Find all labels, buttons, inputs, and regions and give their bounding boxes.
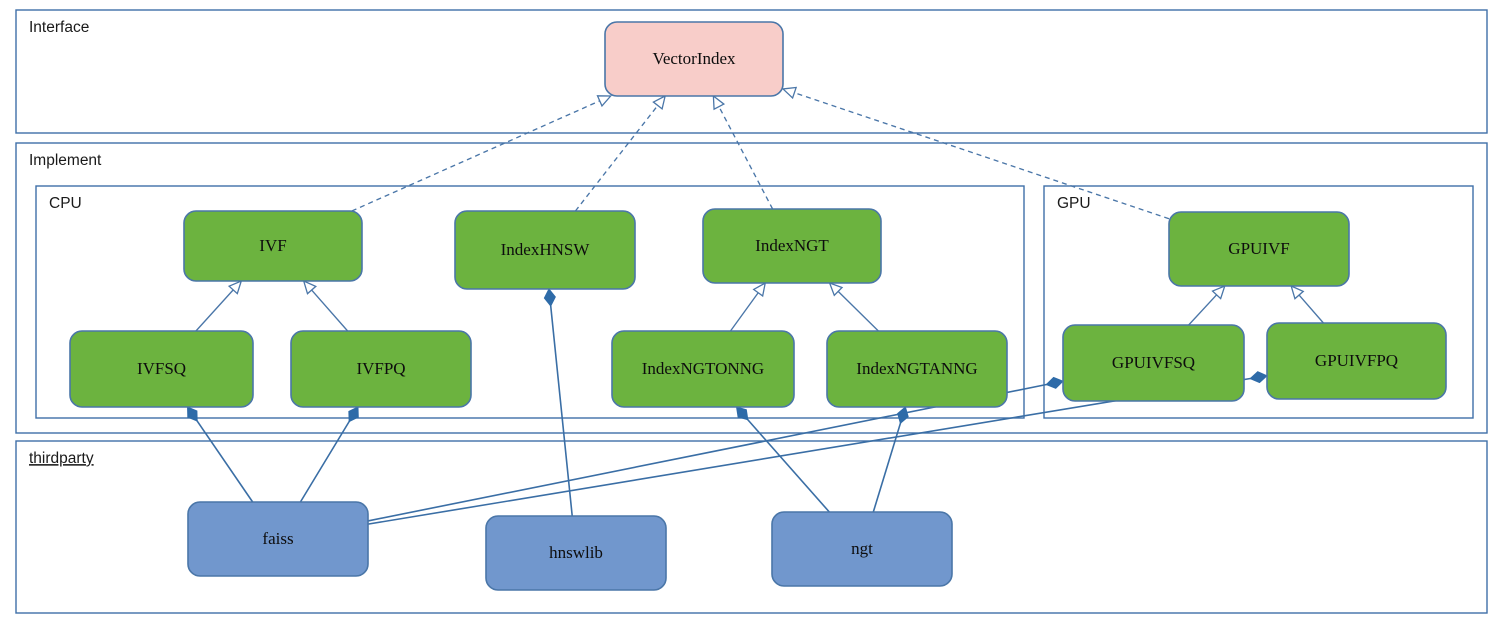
node-label-gpuivfsq: GPUIVFSQ [1112, 353, 1195, 372]
node-box-ngt[interactable] [771, 511, 953, 587]
composition-diamond-marker [543, 288, 556, 307]
edge-line [744, 416, 830, 513]
node-box-ivf[interactable] [183, 210, 363, 282]
node-label-faiss: faiss [262, 529, 293, 548]
generalization-triangle-marker [227, 279, 243, 295]
node-box-indexngt[interactable] [702, 208, 882, 284]
node-box-gpuivfsq[interactable] [1062, 324, 1245, 402]
realization-triangle-marker [712, 94, 726, 111]
edge-line [718, 106, 774, 210]
container-label-thirdparty: thirdparty [29, 450, 94, 467]
node-label-gpuivf: GPUIVF [1228, 239, 1289, 258]
edge-indexngtonng-to-indexngt [729, 281, 767, 332]
edge-line [195, 289, 234, 332]
edge-faiss-to-ivfpq [299, 406, 359, 503]
node-label-ivf: IVF [259, 236, 286, 255]
node-label-ivfsq: IVFSQ [137, 359, 186, 378]
edge-line [729, 292, 759, 332]
edge-ngt-to-indexngtonng [735, 406, 830, 513]
node-vectorindex[interactable]: VectorIndex [604, 21, 784, 97]
container-label-implement: Implement [29, 152, 102, 169]
node-label-indexngtanng: IndexNGTANNG [856, 359, 977, 378]
edge-line [794, 92, 1170, 220]
node-box-indexhnsw[interactable] [454, 210, 636, 290]
edge-line [311, 289, 349, 332]
composition-diamond-marker [735, 406, 749, 421]
edge-ivfpq-to-ivf [302, 279, 349, 332]
node-box-faiss[interactable] [187, 501, 369, 577]
node-gpuivfpq[interactable]: GPUIVFPQ [1266, 322, 1447, 400]
composition-diamond-marker [348, 406, 359, 423]
edge-line [574, 105, 659, 212]
edge-ivfsq-to-ivf [195, 279, 243, 332]
container-label-interface: Interface [29, 19, 89, 36]
edge-ivf-to-vectorindex [351, 95, 613, 212]
node-indexngtonng[interactable]: IndexNGTONNG [611, 330, 795, 408]
composition-diamond-marker [1045, 376, 1064, 389]
edge-hnswlib-to-indexhnsw [543, 288, 574, 517]
edge-faiss-to-ivfsq [187, 406, 254, 503]
edge-indexngt-to-vectorindex [712, 94, 774, 210]
edge-line [299, 417, 352, 503]
edge-line [351, 100, 601, 212]
node-label-hnswlib: hnswlib [549, 543, 603, 562]
edge-group [187, 86, 1324, 525]
node-ivfpq[interactable]: IVFPQ [290, 330, 472, 408]
edge-line [837, 290, 879, 332]
edge-line [872, 419, 903, 513]
node-gpuivf[interactable]: GPUIVF [1168, 211, 1350, 287]
node-ngt[interactable]: ngt [771, 511, 953, 587]
node-label-vectorindex: VectorIndex [652, 49, 736, 68]
node-indexngt[interactable]: IndexNGT [702, 208, 882, 284]
edge-faiss-to-gpuivfpq [367, 371, 1268, 525]
generalization-triangle-marker [828, 281, 844, 297]
edge-line [1188, 294, 1218, 326]
node-box-ivfpq[interactable] [290, 330, 472, 408]
node-ivfsq[interactable]: IVFSQ [69, 330, 254, 408]
edge-indexhnsw-to-vectorindex [574, 94, 667, 212]
generalization-triangle-marker [752, 281, 767, 298]
node-indexngtanng[interactable]: IndexNGTANNG [826, 330, 1008, 408]
edge-ngt-to-indexngtanng [872, 406, 909, 513]
node-label-indexngtonng: IndexNGTONNG [642, 359, 764, 378]
node-label-gpuivfpq: GPUIVFPQ [1315, 351, 1398, 370]
realization-triangle-marker [652, 94, 667, 110]
realization-triangle-marker [781, 86, 798, 100]
node-gpuivfsq[interactable]: GPUIVFSQ [1062, 324, 1245, 402]
node-box-hnswlib[interactable] [485, 515, 667, 591]
composition-diamond-marker [1249, 371, 1268, 384]
realization-triangle-marker [596, 95, 613, 108]
edge-line [1298, 294, 1324, 324]
node-box-gpuivf[interactable] [1168, 211, 1350, 287]
node-ivf[interactable]: IVF [183, 210, 363, 282]
edge-line [549, 301, 574, 517]
node-label-indexngt: IndexNGT [755, 236, 829, 255]
container-label-gpu: GPU [1057, 195, 1091, 212]
node-box-ivfsq[interactable] [69, 330, 254, 408]
edge-gpuivfsq-to-gpuivf [1188, 284, 1226, 326]
edge-line [367, 377, 1255, 525]
node-box-gpuivfpq[interactable] [1266, 322, 1447, 400]
node-faiss[interactable]: faiss [187, 501, 369, 577]
node-indexhnsw[interactable]: IndexHNSW [454, 210, 636, 290]
generalization-triangle-marker [302, 279, 317, 295]
node-box-indexngtanng[interactable] [826, 330, 1008, 408]
node-label-ivfpq: IVFPQ [356, 359, 405, 378]
edge-gpuivfpq-to-gpuivf [1290, 284, 1324, 324]
node-box-vectorindex[interactable] [604, 21, 784, 97]
edge-line [194, 417, 254, 503]
edge-indexngtanng-to-indexngt [828, 281, 879, 332]
node-label-ngt: ngt [851, 539, 873, 558]
node-box-indexngtonng[interactable] [611, 330, 795, 408]
node-label-indexhnsw: IndexHNSW [501, 240, 591, 259]
container-label-cpu: CPU [49, 195, 82, 212]
generalization-triangle-marker [1211, 284, 1226, 300]
edge-gpuivf-to-vectorindex [781, 86, 1170, 220]
generalization-triangle-marker [1290, 284, 1305, 300]
composition-diamond-marker [187, 406, 198, 422]
node-hnswlib[interactable]: hnswlib [485, 515, 667, 591]
composition-diamond-marker [897, 406, 909, 425]
